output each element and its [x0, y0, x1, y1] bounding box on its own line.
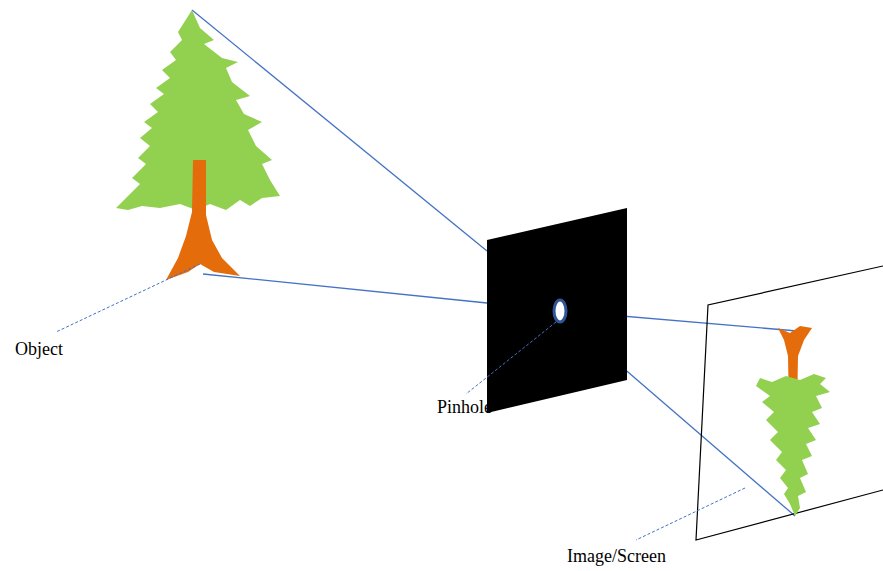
ray-bottom: [203, 274, 487, 303]
light-rays: [192, 10, 797, 516]
leader-line: [56, 264, 200, 332]
pinhole-plate: [487, 208, 627, 413]
part-label: Pinhole: [437, 398, 492, 418]
part-label: Object: [15, 340, 63, 360]
pinhole: [554, 300, 566, 322]
leader-line: [466, 322, 556, 394]
part-label: Image/Screen: [567, 547, 666, 567]
image-screen: [696, 266, 883, 540]
image-tree-canopy: [756, 374, 830, 516]
leader-lines: [56, 264, 745, 540]
leader-line: [636, 488, 745, 540]
tree-trunk: [166, 160, 240, 280]
